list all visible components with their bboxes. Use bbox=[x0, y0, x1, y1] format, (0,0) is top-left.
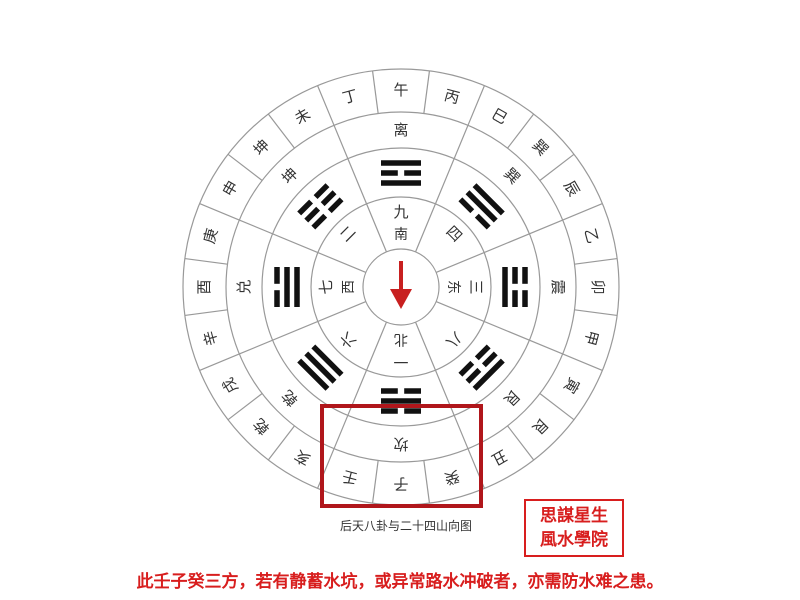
diagram-caption: 后天八卦与二十四山向图 bbox=[339, 519, 472, 533]
ring-3 bbox=[225, 111, 577, 463]
trigram-name-label: 坎 bbox=[393, 435, 408, 453]
mountain-spoke bbox=[371, 70, 379, 114]
mountain-label: 戌 bbox=[219, 374, 242, 396]
ring-0 bbox=[362, 248, 440, 326]
ring-2 bbox=[261, 147, 541, 427]
kan-sector-highlight-box bbox=[320, 404, 483, 508]
mountain-spoke bbox=[574, 257, 618, 265]
trigram-symbol-icon bbox=[274, 267, 300, 307]
mountain-label: 巽 bbox=[529, 136, 552, 159]
trigram-symbol-icon bbox=[458, 344, 505, 391]
mountain-spoke bbox=[267, 113, 295, 149]
sector-spoke bbox=[414, 125, 469, 253]
direction-label: 东 bbox=[445, 280, 461, 294]
mountain-spoke bbox=[423, 70, 431, 114]
mountain-label: 庚 bbox=[200, 226, 221, 245]
number-label: 四 bbox=[442, 222, 465, 245]
mountain-label: 丑 bbox=[488, 446, 510, 469]
mountain-label: 未 bbox=[291, 105, 313, 128]
trigram-symbol-icon bbox=[381, 160, 421, 186]
mountain-label: 子 bbox=[393, 475, 408, 493]
number-label: 一 bbox=[393, 353, 408, 371]
mountain-spoke bbox=[184, 309, 228, 317]
trigram-name-label: 坤 bbox=[278, 164, 301, 187]
number-label: 七 bbox=[317, 279, 335, 294]
direction-label: 西 bbox=[341, 280, 357, 294]
mountain-spoke bbox=[267, 425, 295, 461]
mountain-spoke bbox=[199, 353, 240, 371]
direction-labels: 南西北 东 bbox=[341, 227, 461, 347]
seal-line-2: 風水學院 bbox=[540, 530, 608, 550]
mountain-label: 丙 bbox=[442, 86, 461, 107]
sector-spoke bbox=[239, 219, 367, 274]
ring-1 bbox=[310, 196, 492, 378]
trigram-symbol-icon bbox=[297, 344, 344, 391]
mountain-label: 乾 bbox=[250, 415, 273, 438]
number-label: 六 bbox=[336, 328, 359, 351]
trigram-symbol-icon bbox=[381, 388, 421, 414]
mountain-spoke bbox=[507, 425, 535, 461]
school-seal: 思謀星生 風水學院 bbox=[524, 499, 624, 557]
sector-spoke bbox=[435, 219, 563, 274]
mountain-label: 乙 bbox=[581, 226, 602, 245]
mountain-label: 坤 bbox=[250, 136, 273, 159]
direction-label: 北 bbox=[394, 331, 408, 347]
sector-spoke bbox=[333, 321, 388, 449]
number-label: 八 bbox=[442, 328, 465, 351]
trigram-symbol-icon bbox=[502, 267, 528, 307]
mountain-spoke bbox=[507, 113, 535, 149]
mountain-label: 酉 bbox=[195, 279, 213, 294]
trigram-name-label: 艮 bbox=[500, 386, 523, 409]
mountain-spoke bbox=[562, 203, 603, 221]
mountain-spoke bbox=[184, 257, 228, 265]
trigram-name-label: 离 bbox=[393, 121, 408, 139]
mountain-label: 卯 bbox=[589, 279, 607, 294]
mountain-label: 辰 bbox=[560, 177, 583, 199]
trigram-name-label: 震 bbox=[549, 279, 567, 294]
mountain-spoke bbox=[539, 153, 575, 181]
mountain-spoke bbox=[371, 460, 379, 504]
mountain-label: 午 bbox=[393, 81, 408, 99]
mountain-spoke bbox=[467, 85, 485, 126]
mountain-label: 巳 bbox=[488, 105, 510, 128]
mountain-label: 癸 bbox=[442, 467, 461, 488]
mountain-label: 丁 bbox=[340, 86, 359, 107]
mountain-label: 壬 bbox=[340, 467, 359, 488]
seal-line-1: 思謀星生 bbox=[540, 506, 608, 526]
sector-spoke bbox=[414, 321, 469, 449]
mountain-spoke bbox=[574, 309, 618, 317]
trigram-symbols bbox=[274, 160, 528, 414]
mountain-spoke bbox=[539, 393, 575, 421]
mountain-spoke bbox=[227, 393, 263, 421]
footer-note: 此壬子癸三方，若有静蓄水坑，或异常路水冲破者，亦需防水难之患。 bbox=[136, 572, 664, 592]
number-label: 二 bbox=[336, 222, 359, 245]
mountain-spoke bbox=[423, 460, 431, 504]
mountain-label: 艮 bbox=[529, 415, 552, 438]
sector-spokes bbox=[184, 70, 618, 504]
mountain-label: 亥 bbox=[291, 446, 313, 469]
sector-spoke bbox=[239, 300, 367, 355]
mountain-spoke bbox=[317, 85, 335, 126]
mountain-label: 寅 bbox=[560, 374, 583, 396]
direction-label: 南 bbox=[394, 227, 408, 243]
number-label: 九 bbox=[393, 203, 408, 221]
mountain-spoke bbox=[199, 203, 240, 221]
sector-spoke bbox=[435, 300, 563, 355]
sector-spoke bbox=[333, 125, 388, 253]
mountain-label: 申 bbox=[219, 177, 242, 199]
trigram-symbol-icon bbox=[297, 183, 344, 230]
trigram-name-label: 兑 bbox=[235, 279, 253, 294]
number-label: 三 bbox=[467, 279, 485, 294]
mountain-spoke bbox=[562, 353, 603, 371]
trigram-symbol-icon bbox=[458, 183, 505, 230]
mountain-spoke bbox=[227, 153, 263, 181]
south-pointing-arrow-icon bbox=[390, 261, 412, 309]
trigram-name-label: 乾 bbox=[278, 386, 301, 409]
trigram-name-label: 巽 bbox=[500, 164, 523, 187]
mountain-label: 甲 bbox=[581, 328, 602, 347]
mountain-label: 辛 bbox=[200, 328, 221, 347]
